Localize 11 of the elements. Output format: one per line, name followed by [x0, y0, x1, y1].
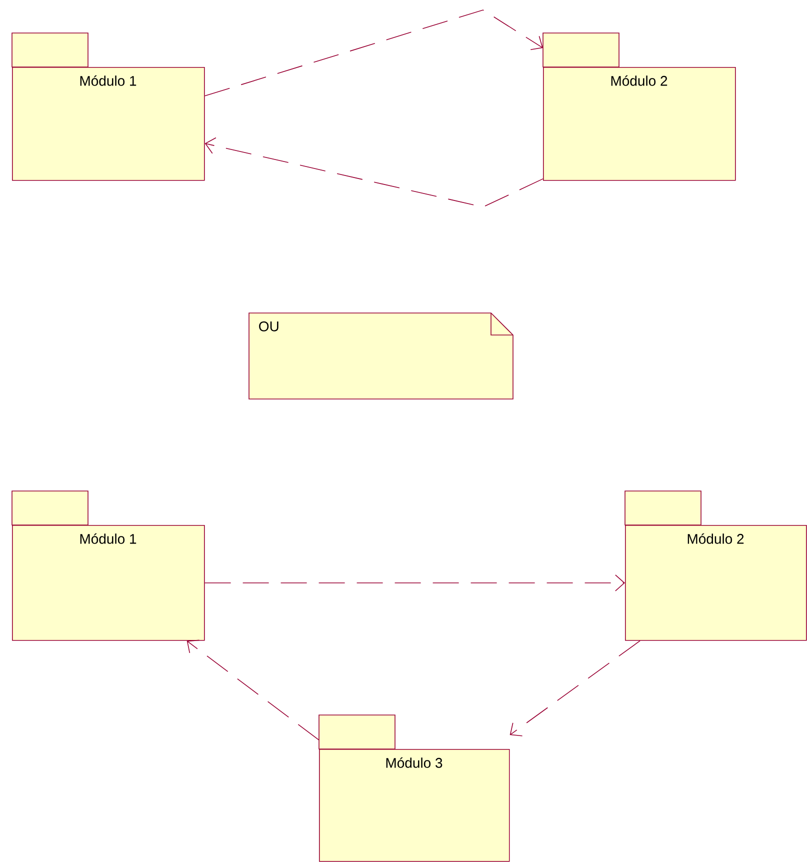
note-box: OU: [248, 312, 514, 400]
dependency-arrow: [510, 640, 640, 736]
package-box: Módulo 2: [542, 32, 736, 181]
package-box: Módulo 3: [318, 714, 510, 862]
package-box: Módulo 1: [12, 490, 205, 641]
package-box: Módulo 1: [12, 32, 205, 181]
dependency-arrow: [186, 640, 320, 740]
dependency-arrow: [204, 10, 543, 96]
dependency-arrow: [204, 137, 544, 208]
dependency-arrow: [204, 574, 625, 592]
package-box: Módulo 2: [624, 490, 807, 641]
